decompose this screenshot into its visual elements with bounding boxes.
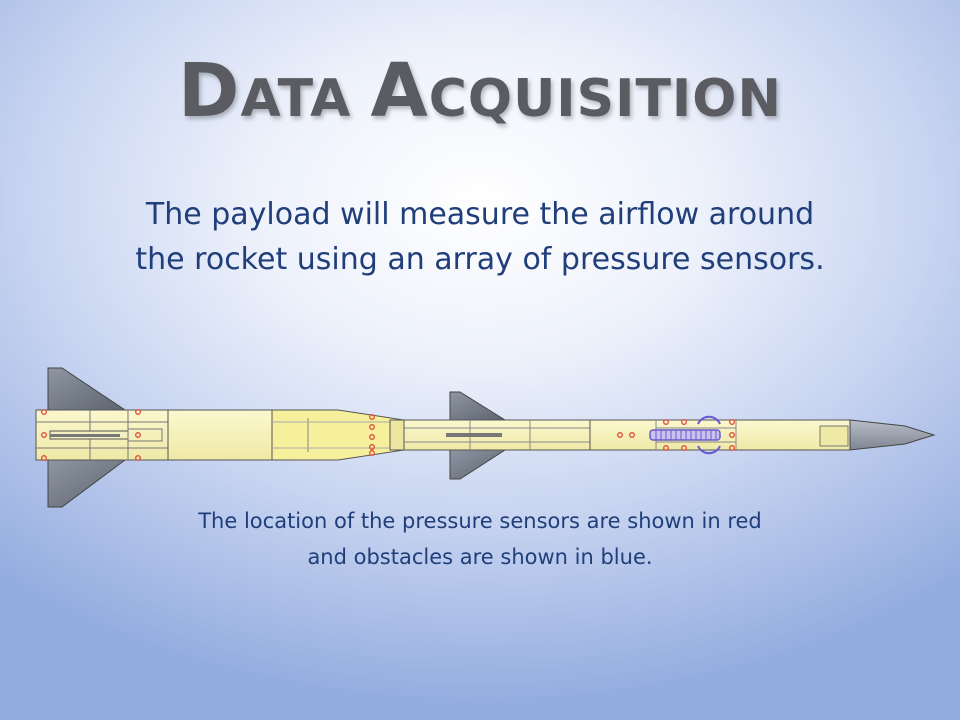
- booster-fin-bottom: [47, 459, 127, 508]
- booster-fin-top: [47, 367, 127, 411]
- title-rest-2: cquisition: [428, 69, 782, 129]
- sustainer-fin-top: [449, 391, 507, 421]
- rocket-diagram: [35, 367, 936, 508]
- title-initial-d: D: [178, 48, 241, 134]
- title-initial-a: A: [370, 48, 429, 134]
- nose-cone: [849, 419, 936, 451]
- sustainer-fin-bottom: [449, 449, 507, 480]
- slide-title: Data Acquisition: [0, 48, 960, 134]
- obstacle-marker: [649, 415, 721, 455]
- interstage: [271, 409, 405, 461]
- caption-text: The location of the pressure sensors are…: [198, 509, 762, 569]
- title-rest-1: ata: [240, 69, 371, 129]
- body-text: The payload will measure the airflow aro…: [135, 197, 825, 277]
- pressure-sensors: [41, 409, 735, 461]
